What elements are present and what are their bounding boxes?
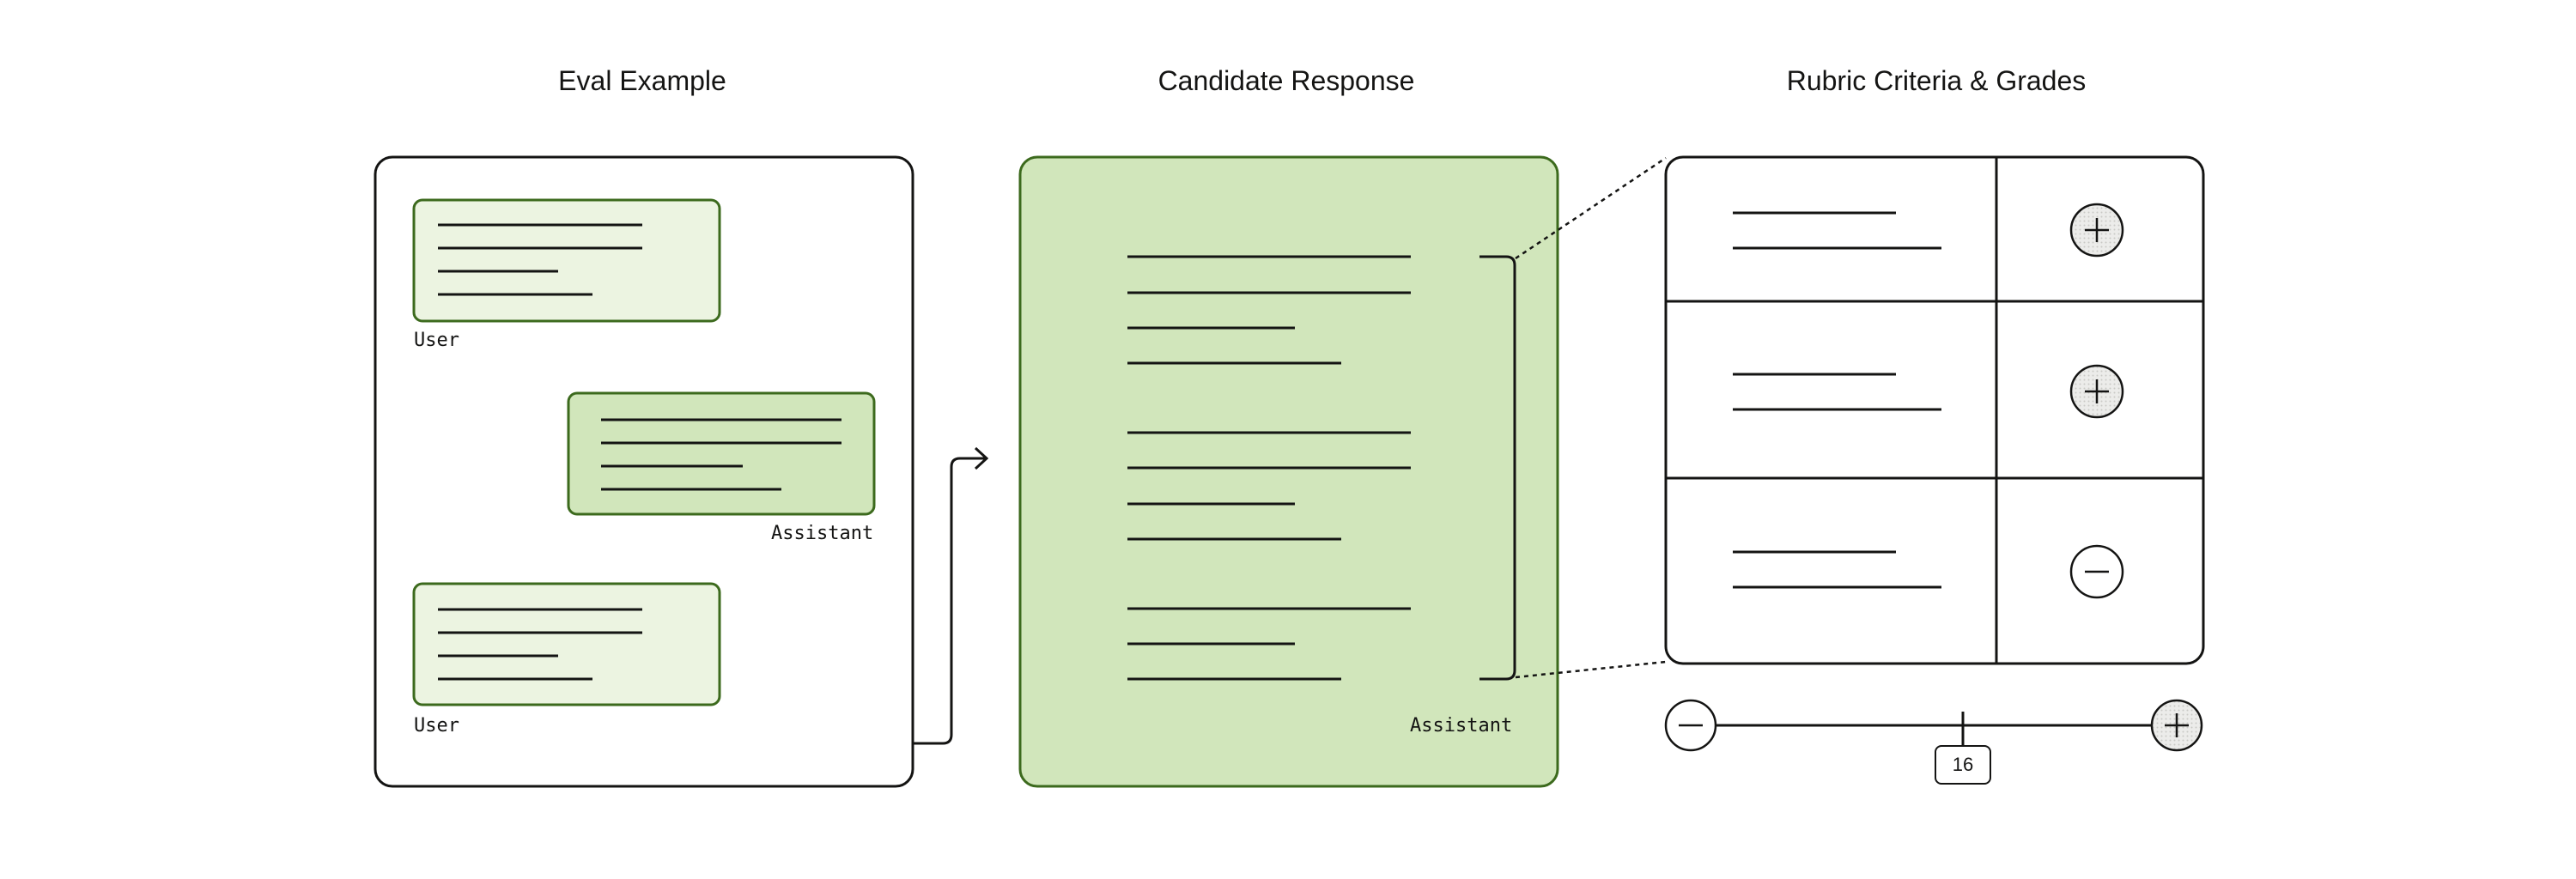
role-label-user-2: User: [414, 715, 459, 737]
heading-eval-example: Eval Example: [558, 65, 726, 96]
role-label-assistant: Assistant: [771, 523, 874, 544]
criterion-2: [1733, 373, 1941, 411]
score-value: 16: [1935, 745, 1991, 785]
user-message-2: [412, 582, 721, 706]
user-message-1: [412, 198, 721, 323]
assistant-message: [567, 391, 876, 516]
arrow-right-icon: [913, 446, 989, 745]
criterion-1: [1733, 211, 1941, 250]
candidate-role-label: Assistant: [1410, 715, 1513, 737]
plus-circle-icon: [2069, 364, 2124, 419]
heading-rubric: Rubric Criteria & Grades: [1786, 65, 2087, 96]
minus-circle-icon: [1664, 699, 1717, 752]
heading-candidate-response: Candidate Response: [1157, 65, 1415, 96]
candidate-response-panel: [1018, 155, 1559, 788]
role-label-user-1: User: [414, 330, 459, 351]
minus-circle-icon: [2069, 544, 2124, 599]
plus-circle-icon: [2150, 699, 2203, 752]
criterion-3: [1733, 550, 1941, 589]
response-bracket: [1479, 255, 1516, 681]
plus-circle-icon: [2069, 203, 2124, 258]
